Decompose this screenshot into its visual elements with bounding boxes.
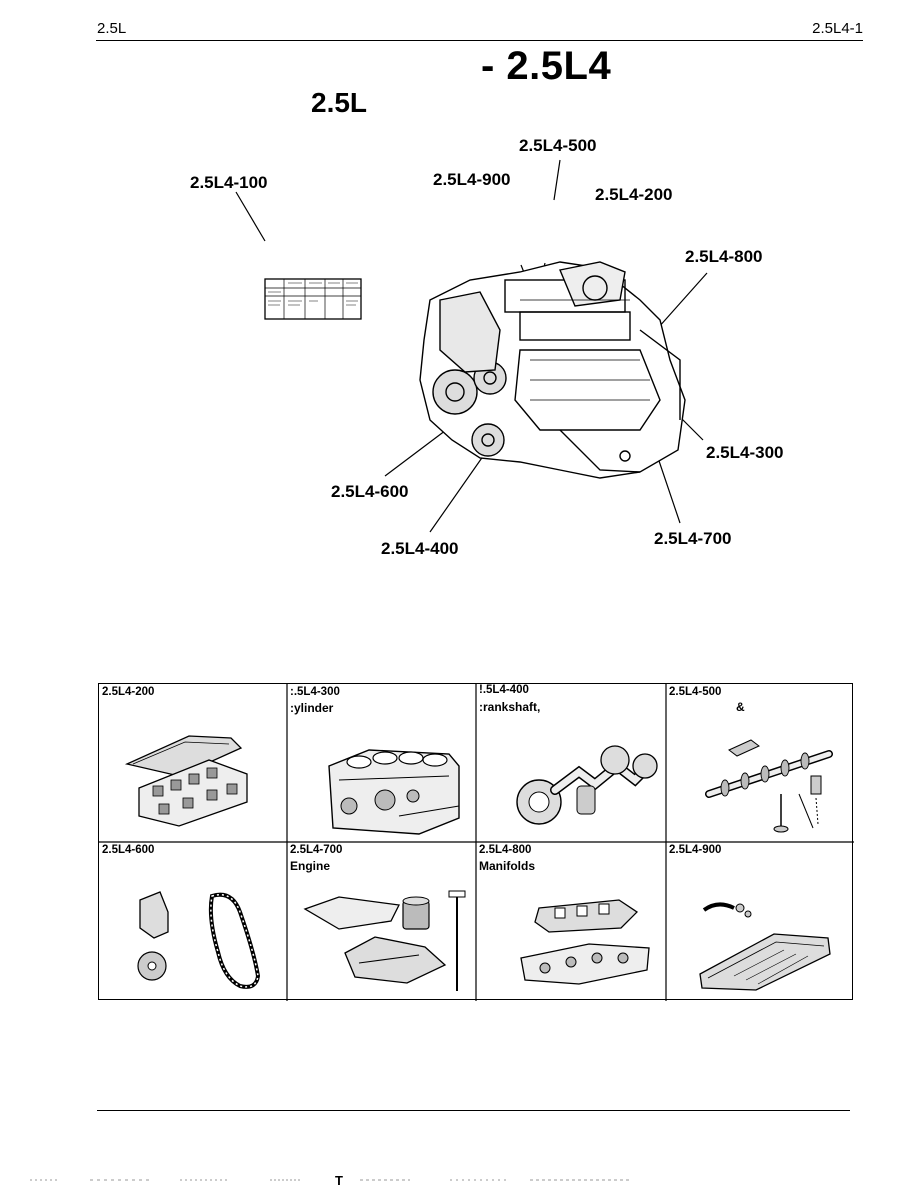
page-title: - 2.5L4 — [481, 44, 612, 88]
valve-cover-icon — [699, 902, 831, 991]
timing-belt-icon — [137, 891, 261, 989]
header-right: 2.5L4-1 — [812, 20, 863, 37]
section-700-label: Engine — [290, 859, 331, 873]
section-800-label: Manifolds — [479, 859, 535, 873]
callout-300: 2.5L4-300 — [706, 443, 784, 462]
callout-100: 2.5L4-100 — [190, 173, 268, 192]
camshaft-valves-icon — [705, 739, 833, 833]
manifolds-icon — [520, 899, 650, 985]
callout-700: 2.5L4-700 — [654, 529, 732, 548]
section-200-code: 2.5L4-200 — [102, 686, 155, 698]
oil-pan-filter-icon — [303, 890, 466, 991]
engine-diagram — [235, 159, 708, 533]
engine-icon — [419, 261, 686, 479]
crankshaft-icon — [516, 745, 658, 825]
section-300-label: :ylinder — [290, 701, 334, 715]
callout-800: 2.5L4-800 — [685, 247, 763, 266]
scan-artifact-dots — [30, 1179, 630, 1181]
section-900-code: 2.5L4-900 — [669, 844, 722, 856]
callout-900: 2.5L4-900 — [433, 170, 511, 189]
cylinder-block-icon — [328, 749, 460, 835]
spec-table-icon — [264, 278, 362, 320]
footer-rule — [97, 1110, 850, 1111]
callout-400: 2.5L4-400 — [381, 539, 459, 558]
section-700-code: 2.5L4-700 — [290, 844, 343, 856]
callout-200: 2.5L4-200 — [595, 185, 673, 204]
section-400-label: :rankshaft, — [479, 700, 541, 714]
header-left: 2.5L — [97, 20, 127, 37]
page-subtitle: 2.5L — [311, 87, 368, 118]
section-500-code: 2.5L4-500 — [669, 686, 722, 698]
section-400-code: !.5L4-400 — [479, 684, 529, 696]
cylinder-head-icon — [124, 735, 248, 827]
section-600-code: 2.5L4-600 — [102, 844, 155, 856]
section-300-code: :.5L4-300 — [290, 686, 340, 698]
callout-600: 2.5L4-600 — [331, 482, 409, 501]
page-mark: T — [335, 1173, 343, 1188]
section-500-label: & — [736, 700, 745, 714]
header-rule — [96, 40, 863, 41]
sections-grid: 2.5L4-200 :.5L4-300 :ylinder !.5L4-400 :… — [98, 683, 854, 1001]
section-800-code: 2.5L4-800 — [479, 844, 532, 856]
sections-grid-lines — [99, 684, 854, 1001]
callout-500: 2.5L4-500 — [519, 136, 597, 155]
